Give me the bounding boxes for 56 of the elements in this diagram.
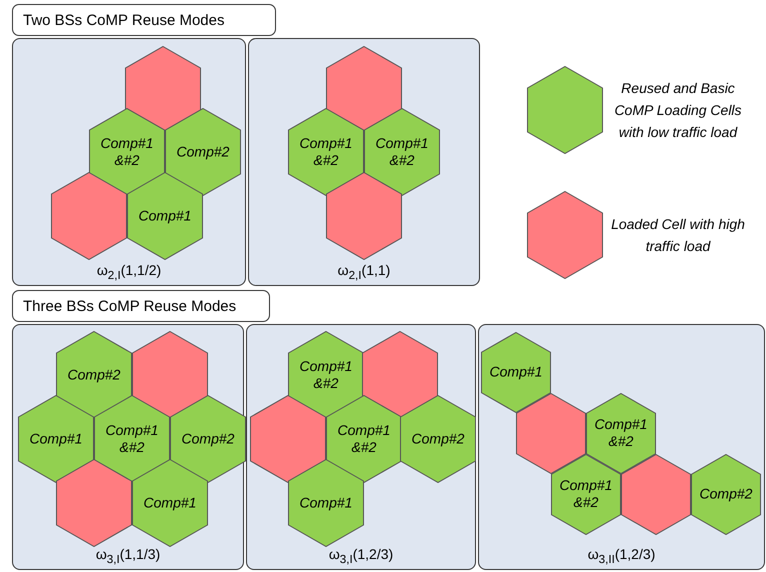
- cell-label: Comp#1 &#2: [376, 135, 428, 169]
- section-title: Three BSs CoMP Reuse Modes: [12, 290, 270, 322]
- hexagon-cell: [691, 454, 761, 534]
- hexagon-cell: [288, 108, 364, 196]
- hexagon-cell: [400, 395, 476, 483]
- mode-panel: [246, 324, 476, 570]
- hexagon-cell: [364, 108, 440, 196]
- cell-label: Comp#2: [68, 366, 120, 384]
- panel-caption: ω$_{3,I}$(1,2/3): [328, 546, 394, 566]
- cell-label: Comp#2: [700, 486, 752, 502]
- panel-caption: ω$_{3,II}$(1,2/3): [588, 546, 656, 566]
- cell-label: Comp#1 &#2: [594, 416, 648, 450]
- hexagon-cell: [481, 332, 551, 412]
- cell-label: Comp#1: [30, 430, 82, 448]
- cell-label: Comp#1 &#2: [560, 477, 612, 511]
- hexagon-cell: [127, 172, 203, 260]
- panel-caption: ω$_{2,I}$(1,1/2): [96, 262, 162, 282]
- cell-label: Comp#1 &#2: [100, 135, 154, 169]
- panel-caption: ω$_{2,I}$(1,1): [338, 262, 390, 282]
- hexagon-cell: [51, 172, 127, 260]
- mode-panel: [12, 38, 246, 286]
- section-title: Two BSs CoMP Reuse Modes: [12, 4, 276, 36]
- hexagon-cell: [165, 108, 241, 196]
- cell-label: Comp#2: [176, 144, 230, 160]
- hexagon-cell: [132, 459, 208, 547]
- hexagon-cell: [94, 395, 170, 483]
- hexagon-cell: [326, 172, 402, 260]
- hexagon-cell: [288, 459, 364, 547]
- hexagon-cell: [132, 331, 208, 419]
- legend-text: Loaded Cell with high traffic load: [610, 215, 746, 256]
- panel-caption: ω$_{3,I}$(1,1/3): [96, 546, 160, 566]
- hexagon-cell: [250, 395, 326, 483]
- cell-label: Comp#2: [182, 430, 234, 448]
- cell-label: Comp#2: [412, 430, 464, 448]
- mode-panel: [12, 324, 244, 570]
- hexagon-cell: [362, 331, 438, 419]
- mode-panel: [478, 324, 765, 570]
- hexagon-cell: [551, 454, 621, 534]
- hexagon-cell: [326, 395, 402, 483]
- cell-label: Comp#1 &#2: [300, 135, 352, 169]
- cell-label: Comp#1: [144, 494, 196, 512]
- cell-label: Comp#1: [490, 364, 542, 380]
- hexagon-cell: [621, 454, 691, 534]
- mode-panel: [248, 38, 480, 286]
- hexagon-cell: [516, 392, 586, 474]
- cell-label: Comp#1 &#2: [338, 422, 390, 456]
- cell-label: Comp#1: [138, 208, 192, 224]
- hexagon-cell: [18, 395, 94, 483]
- cell-label: Comp#1 &#2: [300, 358, 352, 392]
- legend-text: Reused and Basic CoMP Loading Cells with low traffic load: [613, 79, 743, 142]
- hexagon-cell: [89, 108, 165, 196]
- hexagon-cell: [56, 331, 132, 419]
- cell-label: Comp#1: [300, 494, 352, 512]
- hexagon-cell: [586, 392, 656, 474]
- cell-label: Comp#1 &#2: [106, 422, 158, 456]
- hexagon-cell: [56, 459, 132, 547]
